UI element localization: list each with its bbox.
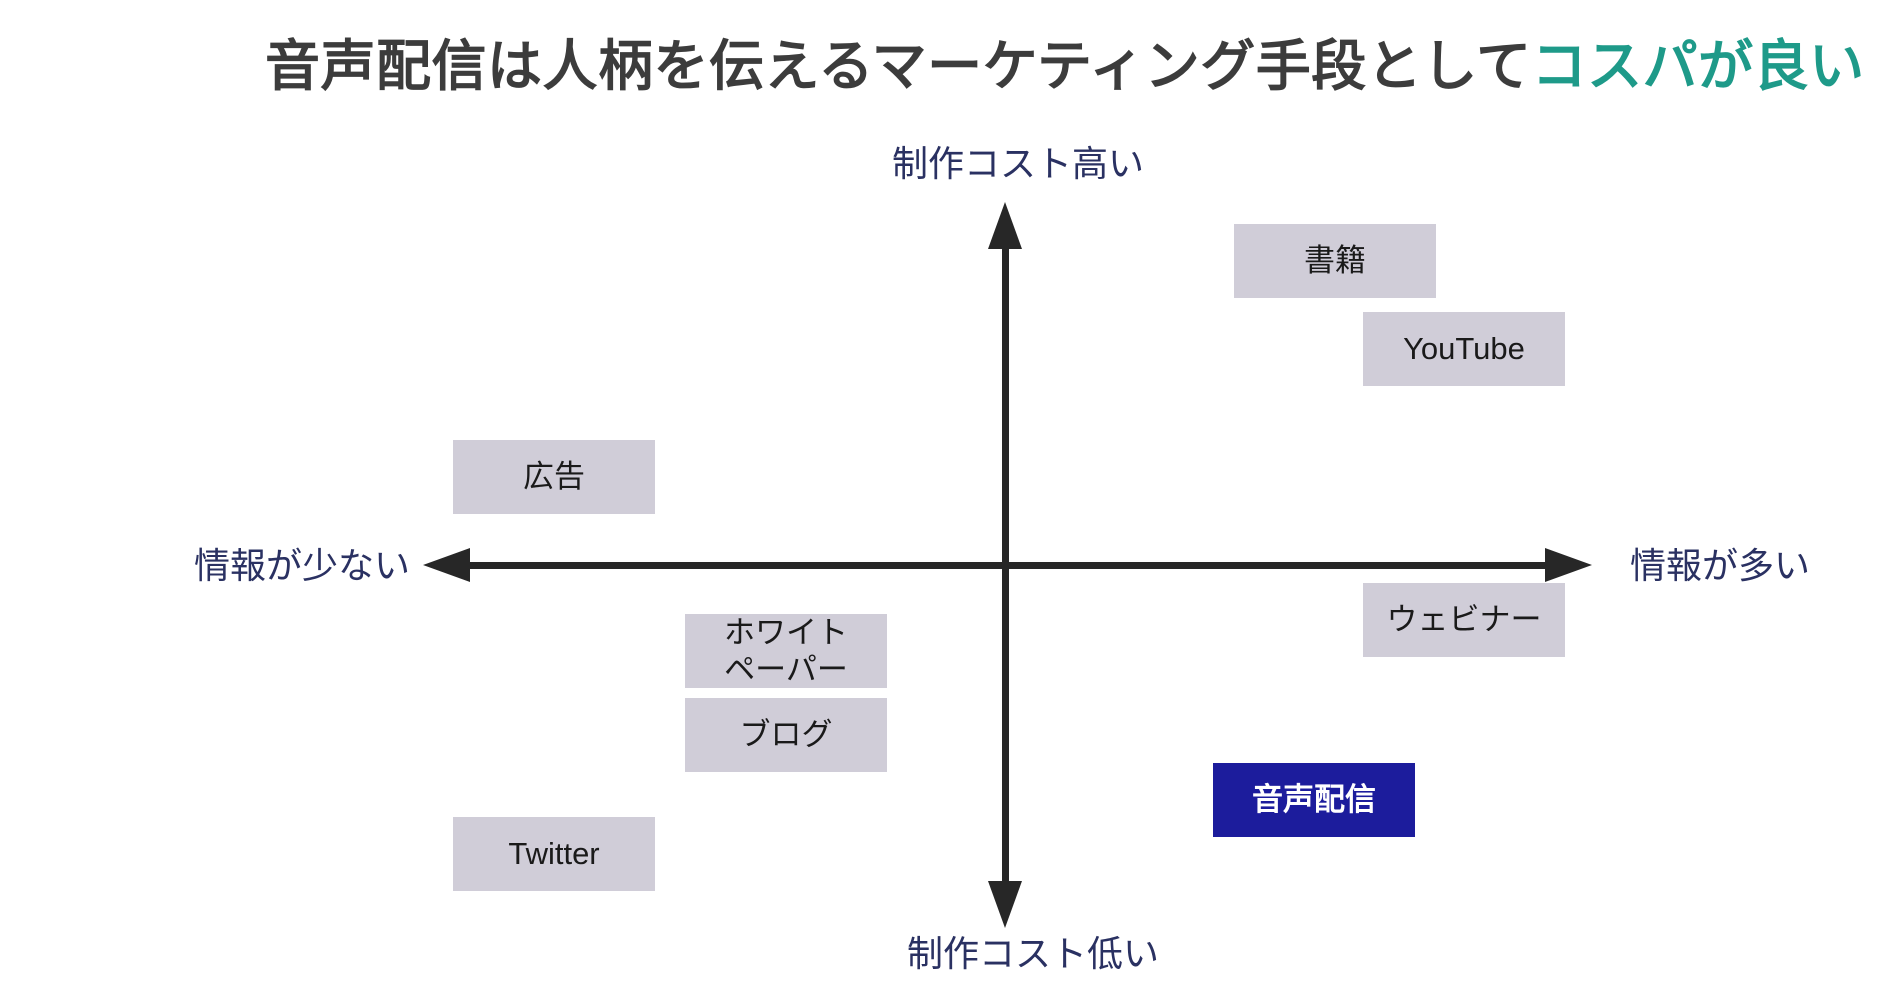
item-box-ads: 広告 [453, 440, 655, 514]
item-box-youtube: YouTube [1363, 312, 1565, 386]
item-label-books: 書籍 [1304, 243, 1366, 279]
arrow-up-icon [988, 202, 1022, 249]
item-label-audio: 音声配信 [1252, 782, 1376, 818]
axis-label-info-more: 情報が多い [1630, 545, 1811, 586]
item-label-ads: 広告 [523, 459, 585, 495]
item-box-twitter: Twitter [453, 817, 655, 891]
slide-title: 音声配信は人柄を伝えるマーケティング手段としてコスパが良い [265, 36, 1865, 97]
arrow-down-icon [988, 881, 1022, 928]
title-main-text: 音声配信は人柄を伝えるマーケティング手段として [265, 35, 1532, 97]
item-label-whitepaper: ホワイト ペーパー [724, 614, 848, 687]
item-box-blog: ブログ [685, 698, 887, 772]
item-label-webinar: ウェビナー [1386, 602, 1542, 638]
axis-label-info-less: 情報が少ない [193, 545, 410, 586]
title-highlight-text: コスパが良い [1531, 35, 1865, 97]
item-box-webinar: ウェビナー [1363, 583, 1565, 657]
item-box-whitepaper: ホワイト ペーパー [685, 614, 887, 688]
item-box-books: 書籍 [1234, 224, 1436, 298]
item-label-blog: ブログ [739, 717, 833, 753]
horizontal-axis-line [462, 562, 1552, 569]
arrow-right-icon [1545, 548, 1592, 582]
item-label-youtube: YouTube [1403, 331, 1525, 367]
item-box-audio-highlight: 音声配信 [1213, 763, 1415, 837]
axis-label-cost-low: 制作コスト低い [906, 933, 1159, 974]
arrow-left-icon [423, 548, 470, 582]
item-label-twitter: Twitter [508, 836, 600, 872]
axis-label-cost-high: 制作コスト高い [891, 143, 1144, 184]
